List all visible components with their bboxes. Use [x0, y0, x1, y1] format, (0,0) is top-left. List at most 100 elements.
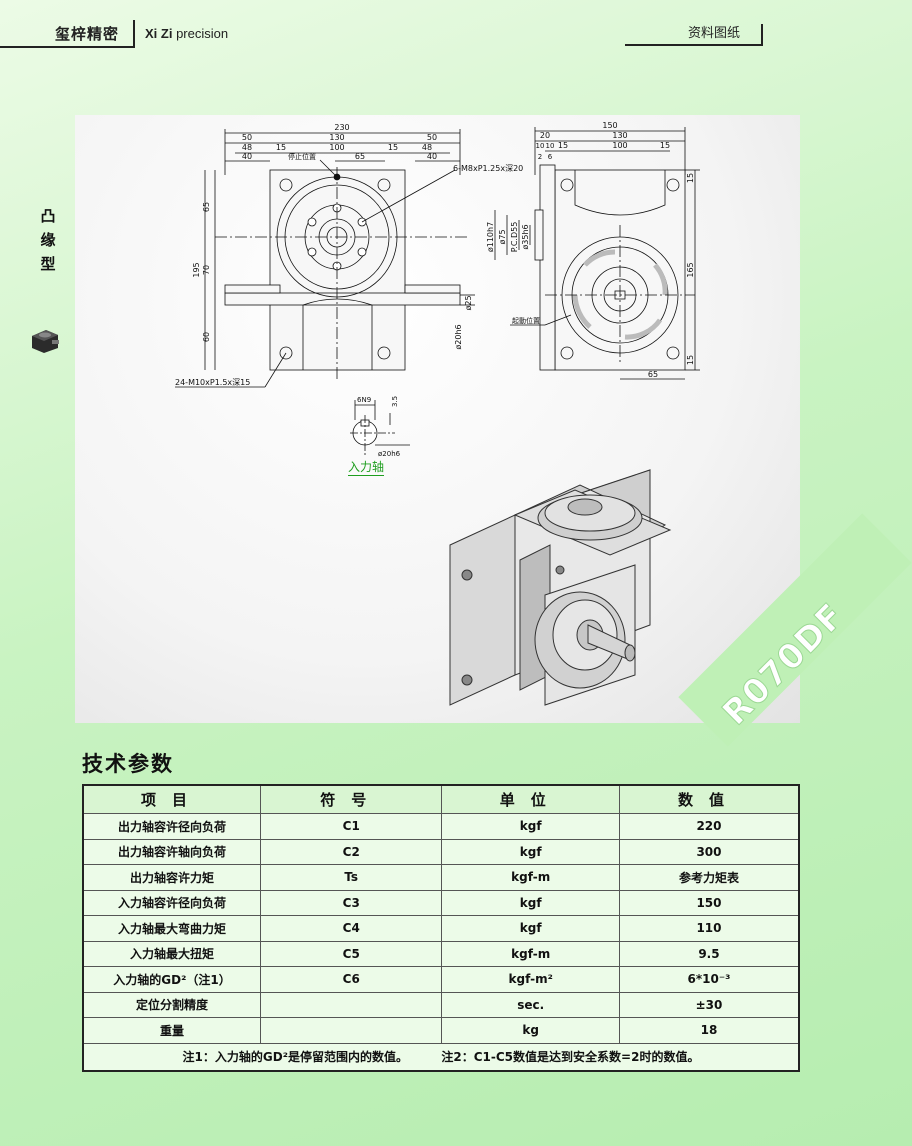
cell-item: 入力轴容许径向负荷 [82, 889, 261, 916]
cell-unit: kgf [441, 813, 620, 840]
spec-table: 项目 符号 单位 数值 出力轴容许径向负荷 C1 kgf 220 出力轴容许轴向… [82, 784, 800, 1072]
front-dim-230: 230 [334, 123, 349, 132]
category-label: 凸 缘 型 [38, 204, 58, 276]
brand-en-suffix: precision [176, 26, 229, 41]
cell-value: 110 [618, 915, 800, 942]
side-dim-15b: 15 [660, 141, 670, 150]
cell-symbol: C1 [259, 813, 443, 840]
front-dim-130: 130 [329, 133, 344, 142]
brand-en-name: Xi Zi precision [145, 26, 228, 41]
drawing-panel: 230 50 130 50 48 15 100 15 48 40 65 40 [75, 115, 912, 747]
side-dim-2: 2 [538, 153, 542, 161]
front-dim-70: 70 [202, 265, 211, 275]
table-row: 入力轴的GD²（注1） C6 kgf-m² 6*10⁻³ [82, 966, 800, 993]
col-header-unit: 单位 [441, 784, 620, 814]
brand-cn-name: 玺梓精密 [55, 25, 120, 43]
input-shaft-caption: 入力轴 [348, 460, 385, 476]
shaft-dim-d20h6: ø20h6 [378, 450, 401, 458]
side-dim-10b: 10 [546, 142, 555, 150]
table-row: 重量 kg 18 [82, 1017, 800, 1044]
front-view: 230 50 130 50 48 15 100 15 48 40 65 40 [175, 123, 523, 388]
cell-value: 9.5 [618, 940, 800, 967]
cell-item: 入力轴最大扭矩 [82, 940, 261, 967]
cell-unit: kgf-m [441, 940, 620, 967]
cam-indexer-icon [32, 330, 59, 353]
cell-item: 出力轴容许力矩 [82, 864, 261, 891]
side-dim-15a: 15 [558, 141, 568, 150]
front-dim-48a: 48 [242, 143, 252, 152]
front-dim-40b: 40 [427, 152, 437, 161]
header-brand-bar: 玺梓精密 [0, 20, 135, 48]
side-dim-15top: 15 [686, 173, 695, 183]
side-dim-d35h6: ø35h6 [521, 224, 530, 249]
note-2: 注2：C1-C5数值是达到安全系数=2时的数值。 [441, 1050, 700, 1064]
input-shaft-detail: 6N9 3.5 ø20h6 [350, 396, 410, 458]
front-dim-15b: 15 [388, 143, 398, 152]
brand-en-prefix: Xi Zi [145, 26, 173, 41]
table-row: 出力轴容许力矩 Ts kgf-m 参考力矩表 [82, 864, 800, 891]
callout-start-position: 起動位置 [512, 316, 540, 325]
cell-symbol: C2 [259, 838, 443, 865]
cell-value: 参考力矩表 [618, 864, 800, 891]
cell-unit: kg [441, 1017, 620, 1044]
category-char-1: 凸 [40, 207, 56, 225]
cell-unit: kgf [441, 838, 620, 865]
table-row: 入力轴容许径向负荷 C3 kgf 150 [82, 889, 800, 916]
header-right-tick [761, 24, 763, 46]
shaft-dim-3-5: 3.5 [391, 396, 399, 407]
callout-stop-position: 停止位置 [288, 152, 316, 161]
cell-symbol: C5 [259, 940, 443, 967]
note-1: 注1：入力轴的GD²是停留范围内的数值。 [182, 1050, 408, 1064]
cell-symbol [259, 991, 443, 1018]
side-dim-d75: ø75 [498, 229, 507, 244]
front-dim-50b: 50 [427, 133, 437, 142]
side-view: 150 20 130 10 10 15 100 15 2 6 [486, 121, 700, 380]
front-dim-65: 65 [355, 152, 365, 161]
front-dim-100: 100 [329, 143, 344, 152]
col-header-value: 数值 [618, 784, 800, 814]
cell-unit: kgf [441, 889, 620, 916]
front-dim-15a: 15 [276, 143, 286, 152]
section-title: 技术参数 [82, 752, 174, 776]
side-dim-100: 100 [612, 141, 627, 150]
cell-value: 150 [618, 889, 800, 916]
table-row: 定位分割精度 sec. ±30 [82, 991, 800, 1018]
cell-item: 入力轴的GD²（注1） [82, 966, 261, 993]
category-char-2: 缘 [40, 231, 56, 249]
cell-symbol [259, 1017, 443, 1044]
side-dim-d110h7: ø110h7 [486, 222, 495, 252]
shaft-dim-6n9: 6N9 [357, 396, 371, 404]
cell-item: 重量 [82, 1017, 261, 1044]
side-dim-130: 130 [612, 131, 627, 140]
technical-drawing: 230 50 130 50 48 15 100 15 48 40 65 40 [175, 121, 700, 706]
callout-m10-holes: 24-M10xP1.5x深15 [175, 378, 250, 387]
cell-item: 出力轴容许轴向负荷 [82, 838, 261, 865]
callout-m8-holes: 6-M8xP1.25x深20 [453, 164, 523, 173]
cell-symbol: C4 [259, 915, 443, 942]
front-dim-50a: 50 [242, 133, 252, 142]
isometric-view [449, 469, 672, 706]
table-row: 入力轴最大扭矩 C5 kgf-m 9.5 [82, 940, 800, 967]
cell-symbol: Ts [259, 864, 443, 891]
category-char-3: 型 [40, 255, 56, 273]
cell-value: 6*10⁻³ [618, 966, 800, 993]
front-dim-d25: ø25 [464, 295, 473, 310]
front-dim-40a: 40 [242, 152, 252, 161]
cell-unit: sec. [441, 991, 620, 1018]
cell-unit: kgf-m² [441, 966, 620, 993]
cell-symbol: C3 [259, 889, 443, 916]
table-row: 出力轴容许径向负荷 C1 kgf 220 [82, 813, 800, 840]
cell-value: 300 [618, 838, 800, 865]
cell-unit: kgf-m [441, 864, 620, 891]
side-dim-6: 6 [548, 153, 553, 161]
col-header-item: 项目 [82, 784, 261, 814]
cell-value: ±30 [618, 991, 800, 1018]
side-dim-65: 65 [648, 370, 658, 379]
cell-item: 出力轴容许径向负荷 [82, 813, 261, 840]
side-dim-20: 20 [540, 131, 550, 140]
front-dim-60: 60 [202, 332, 211, 342]
front-dim-48b: 48 [422, 143, 432, 152]
front-dim-d20h6: ø20h6 [454, 324, 463, 349]
side-dim-165: 165 [686, 262, 695, 277]
side-dim-15bot: 15 [686, 355, 695, 365]
